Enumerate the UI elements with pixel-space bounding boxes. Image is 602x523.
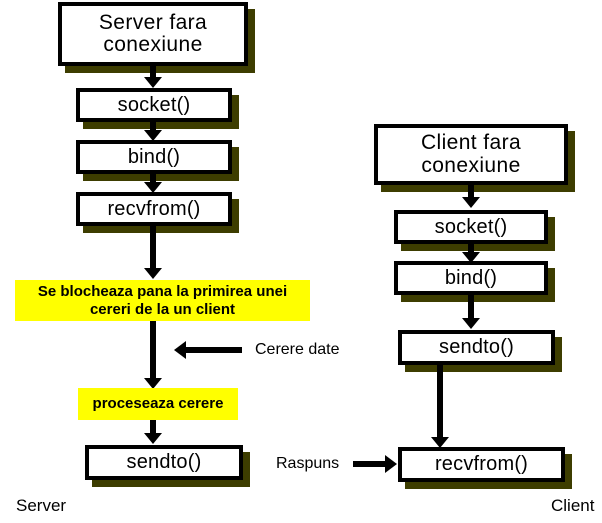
arrowhead-client-recvfrom-icon bbox=[431, 437, 449, 448]
client-footer-label: Client bbox=[551, 496, 595, 515]
request-arrowhead-icon bbox=[174, 341, 186, 359]
connector-client-socket-bind bbox=[468, 244, 474, 255]
connector-server-recvfrom-blocking bbox=[150, 226, 156, 270]
server-recvfrom-box: recvfrom() bbox=[76, 192, 232, 226]
connector-server-processing-sendto bbox=[150, 420, 156, 440]
request-arrow-line bbox=[186, 347, 242, 353]
connector-server-blocking-processing bbox=[150, 321, 156, 385]
server-footer-label: Server bbox=[16, 496, 67, 515]
arrowhead-server-socket-icon bbox=[144, 77, 162, 88]
server-title-box: Server fara conexiune bbox=[58, 2, 248, 66]
arrowhead-client-bind-icon bbox=[462, 252, 480, 263]
arrowhead-client-sendto-icon bbox=[462, 318, 480, 329]
response-message-label: Raspuns bbox=[276, 455, 340, 472]
server-bind-box: bind() bbox=[76, 140, 232, 174]
arrowhead-server-sendto-icon bbox=[144, 433, 162, 444]
connector-client-sendto-recvfrom bbox=[437, 365, 443, 441]
connector-client-bind-sendto bbox=[468, 295, 474, 321]
server-processing-note: proceseaza cerere bbox=[78, 388, 238, 420]
arrowhead-client-socket-icon bbox=[462, 197, 480, 208]
connector-server-bind-recvfrom bbox=[150, 174, 156, 185]
arrowhead-server-processing-icon bbox=[144, 378, 162, 389]
server-blocking-note: Se blocheaza pana la primirea unei cerer… bbox=[15, 280, 310, 321]
server-sendto-box: sendto() bbox=[85, 445, 243, 480]
connector-server-title-socket bbox=[150, 66, 156, 80]
request-message-label: Cerere date bbox=[255, 341, 340, 358]
client-recvfrom-box: recvfrom() bbox=[398, 447, 565, 482]
server-socket-box: socket() bbox=[76, 88, 232, 122]
connector-server-socket-bind bbox=[150, 122, 156, 133]
connector-client-title-socket bbox=[468, 185, 474, 199]
client-title-box: Client fara conexiune bbox=[374, 124, 568, 185]
arrowhead-server-bind-icon bbox=[144, 130, 162, 141]
response-arrowhead-icon bbox=[385, 455, 397, 473]
client-socket-box: socket() bbox=[394, 210, 548, 244]
arrowhead-server-blocking-icon bbox=[144, 268, 162, 279]
client-bind-box: bind() bbox=[394, 261, 548, 295]
client-sendto-box: sendto() bbox=[398, 330, 555, 365]
response-arrow-line bbox=[353, 461, 385, 467]
arrowhead-server-recvfrom-icon bbox=[144, 182, 162, 193]
